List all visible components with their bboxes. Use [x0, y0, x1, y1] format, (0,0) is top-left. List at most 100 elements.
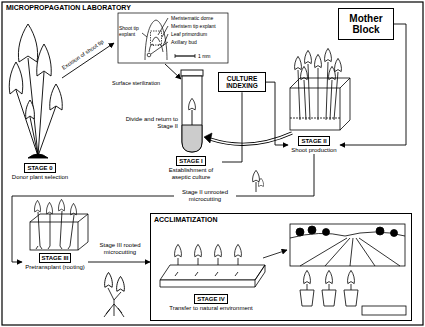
stage-three-vessel: [70, 203, 76, 215]
annotation: Surface sterilization: [112, 80, 160, 87]
stage-three-vessel: [30, 214, 88, 222]
process-box: CULTURE INDEXING: [218, 72, 266, 92]
acclimatization-scene: [391, 230, 398, 237]
stage-three-vessel: [58, 199, 64, 211]
acclimatization-scene: [323, 229, 330, 236]
shoot-tip-inset: [158, 18, 168, 35]
unrooted-microcutting: [253, 170, 264, 192]
acclimatization-scene: [160, 224, 406, 315]
donor-plant: [50, 84, 63, 110]
shoot-tip-inset: [163, 34, 168, 46]
rooted-microcutting: [104, 300, 124, 317]
donor-plant: [38, 72, 44, 156]
connector: [222, 92, 242, 162]
stage-two-vessel: [290, 118, 340, 119]
donor-plant: [18, 24, 37, 62]
return-arrow: [204, 133, 212, 143]
annotation: Meristem tip explant: [171, 23, 216, 29]
stage-two-vessel: [290, 48, 350, 130]
annotation: Shoot tip explant: [119, 25, 143, 37]
acclimatization-scene: [175, 244, 182, 256]
stage-caption: Transfer to natural environment: [166, 305, 256, 312]
stage-three-vessel: [30, 199, 88, 250]
acclimatization-scene: [160, 280, 255, 287]
shoot-tip-inset: [118, 13, 228, 63]
stage-two-vessel: [305, 50, 312, 63]
donor-plant: [16, 90, 38, 156]
acclimatization-scene: [304, 270, 311, 283]
shoot-tip-inset: [152, 37, 160, 42]
culture-tube: [182, 76, 202, 152]
stage-label: STAGE IIShoot production: [288, 136, 340, 154]
rooted-microcutting: [117, 276, 125, 291]
annotation: Divide and return to Stage II: [124, 116, 178, 130]
stage-three-vessel: [34, 200, 40, 212]
acclimatization-scene: [307, 284, 308, 290]
stage-number: STAGE IV: [194, 294, 228, 304]
culture-tube: [181, 70, 203, 152]
acclimatization-scene: [300, 238, 400, 266]
unrooted-microcutting: [253, 170, 260, 182]
edge-label: Stage III rooted microcutting: [96, 242, 144, 256]
rooted-microcutting: [114, 292, 121, 300]
donor-plant: [30, 117, 38, 156]
acclimatization-scene: [175, 272, 238, 276]
culture-tube: [192, 110, 193, 125]
acclimatization-scene: [160, 265, 265, 280]
return-arrow: [210, 133, 292, 144]
culture-tube: [182, 125, 202, 152]
stage-two-vessel: [325, 48, 332, 61]
shoot-tip-inset: [175, 55, 195, 56]
box-label: Mother Block: [342, 13, 390, 35]
donor-plant: [26, 100, 35, 119]
donor-plant: [28, 154, 48, 158]
acclimatization-scene: [308, 226, 316, 234]
stage-two-vessel: [326, 62, 328, 120]
annotation: Leaf primordium: [171, 31, 207, 37]
culture-tube: [189, 98, 196, 110]
connector: [12, 154, 314, 262]
acclimatization-scene: [195, 244, 202, 256]
culture-tube: [181, 70, 203, 76]
process-box: Mother Block: [338, 8, 394, 40]
stage-three-vessel: [36, 246, 70, 249]
stage-two-vessel: [290, 88, 340, 130]
acclimatization-scene: [348, 270, 355, 283]
return-arrow: [210, 133, 292, 144]
diagram-title: MICROPROPAGATION LABORATORY: [6, 4, 131, 12]
annotation: 1 mm: [198, 53, 211, 59]
acclimatization-scene: [235, 244, 242, 256]
stage-caption: Donor plant selection: [8, 174, 72, 181]
stage-label: STAGE IVTransfer to natural environment: [166, 294, 256, 312]
lab-frame: [2, 2, 423, 325]
region-title: ACCLIMATIZATION: [151, 214, 411, 226]
acclimatization-scene: [376, 227, 384, 235]
acclimatization-scene: [215, 244, 222, 256]
acclimatization-scene: [290, 224, 405, 266]
stage-label: STAGE 0Donor plant selection: [8, 163, 72, 181]
acclimatization-scene: [290, 232, 405, 238]
acclimatization-scene: [326, 270, 333, 283]
stage-caption: Establishment of aseptic culture: [160, 167, 222, 181]
connector: [88, 262, 150, 263]
stage-two-vessel: [298, 70, 300, 120]
stage-two-vessel: [308, 64, 310, 120]
stage-two-vessel: [315, 54, 322, 67]
connector: [266, 82, 288, 145]
annotation: Meristematic dome: [171, 15, 213, 21]
stage-two-vessel: [318, 68, 319, 120]
stage-caption: Pretransplant (rooting): [22, 264, 88, 271]
acclimatization-scene: [344, 290, 358, 306]
acclimatization-scene: [296, 228, 304, 236]
acclimatization-scene: [255, 265, 265, 287]
shoot-tip-inset: [118, 13, 228, 63]
return-arrow: [204, 133, 292, 144]
donor-plant: [9, 62, 23, 94]
annotation: Axillary bud: [171, 39, 197, 45]
unrooted-microcutting: [256, 182, 257, 192]
stage-three-vessel: [30, 222, 78, 250]
stage-two-vessel: [304, 80, 306, 120]
connector: [340, 24, 406, 145]
